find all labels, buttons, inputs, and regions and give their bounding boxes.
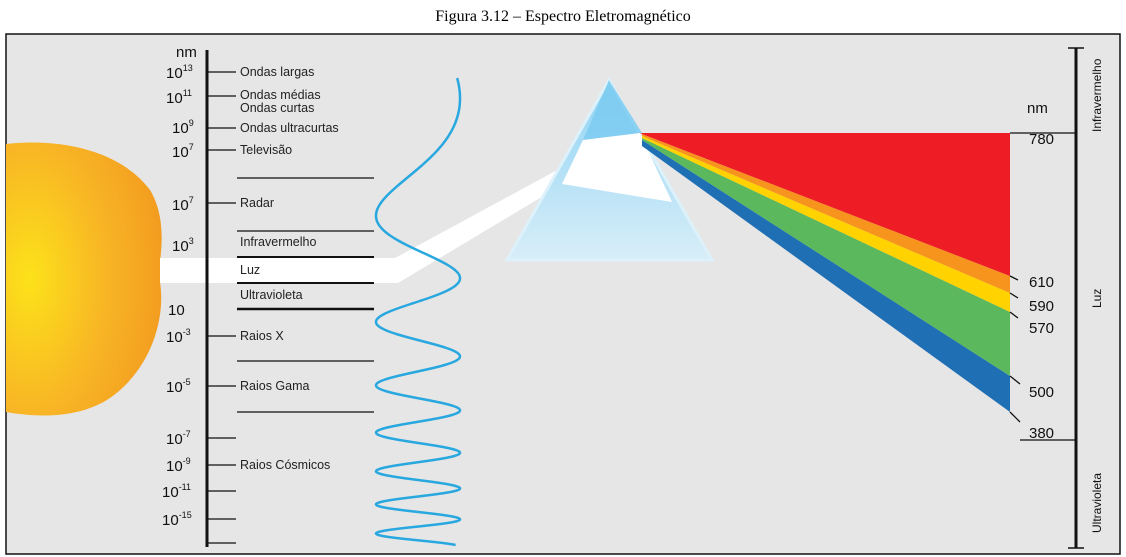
wavelength-label: 780 — [1029, 131, 1054, 148]
wave-curve — [374, 77, 462, 547]
category-label: Ondas ultracurtas — [240, 121, 339, 135]
scale-number: 1011 — [166, 88, 192, 107]
wavelength-label: 500 — [1029, 384, 1054, 401]
visible-connector-line — [1009, 411, 1021, 423]
category-label: Infravermelho — [240, 235, 316, 249]
visible-spectrum-fan — [640, 133, 1010, 412]
spectrum-orange — [642, 134, 1010, 293]
category-label: Ultravioleta — [240, 288, 303, 302]
visible-units-label: nm — [1027, 100, 1048, 117]
scale-number: 10-3 — [166, 327, 191, 346]
scale-number: 107 — [172, 195, 194, 214]
scale-number: 109 — [172, 118, 194, 137]
visible-connector-line — [1009, 292, 1019, 299]
category-label: Ondas médias — [240, 88, 321, 102]
category-label: Ondas largas — [240, 65, 314, 79]
category-label: Ondas curtas — [240, 101, 314, 115]
category-label: Raios Cósmicos — [240, 458, 330, 472]
scale-number: 10-15 — [162, 510, 192, 529]
prism-inner-beam — [562, 133, 672, 202]
category-label: Radar — [240, 196, 274, 210]
prism-shape — [504, 76, 715, 262]
visible-connector-line — [1009, 375, 1021, 385]
scale-category-labels: Ondas largas Ondas médias Ondas curtas O… — [240, 65, 339, 472]
sun-shape — [6, 142, 162, 416]
wavelength-label: 570 — [1029, 320, 1054, 337]
spectrum-green — [642, 138, 1010, 376]
spectrum-blue — [642, 140, 1010, 412]
scale-numbers: 1013 1011 109 107 107 103 10 10-3 10-5 1… — [162, 63, 194, 529]
scale-number: 1013 — [166, 63, 193, 82]
wavelength-label: 590 — [1029, 298, 1054, 315]
scale-units-label: nm — [176, 44, 197, 61]
region-label-infrared: Infravermelho — [1090, 58, 1104, 132]
region-label-ultraviolet: Ultravioleta — [1090, 473, 1104, 533]
category-label: Luz — [240, 263, 260, 277]
scale-number: 10-5 — [166, 377, 191, 396]
scale-number: 10-11 — [162, 482, 191, 501]
scale-number: 103 — [172, 236, 194, 255]
figure-caption: Figura 3.12 – Espectro Eletromagnético — [435, 8, 691, 25]
category-label: Televisão — [240, 143, 292, 157]
category-label: Raios Gama — [240, 379, 310, 393]
visible-connector-line — [1009, 311, 1019, 319]
spectrum-yellow — [642, 136, 1010, 312]
category-label: Raios X — [240, 329, 284, 343]
scale-number: 10-9 — [166, 456, 191, 475]
wavelength-label: 380 — [1029, 425, 1054, 442]
visible-connector-line — [1009, 275, 1019, 281]
scale-number: 10-7 — [166, 429, 191, 448]
region-label-visible: Luz — [1090, 289, 1104, 308]
scale-number: 10 — [168, 302, 185, 319]
spectrum-red — [640, 133, 1010, 276]
scale-number: 107 — [172, 142, 194, 161]
wavelength-label: 610 — [1029, 274, 1054, 291]
